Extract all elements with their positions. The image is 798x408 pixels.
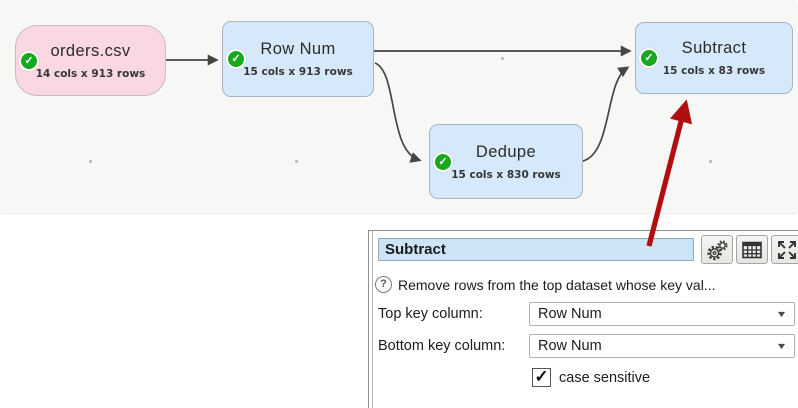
node-orders-csv[interactable]: ✓ orders.csv 14 cols x 913 rows bbox=[15, 25, 166, 96]
node-title: Subtract bbox=[681, 39, 747, 57]
node-subtitle: 14 cols x 913 rows bbox=[35, 67, 146, 80]
grid-dot bbox=[501, 57, 504, 60]
case-sensitive-checkbox[interactable]: ✓ bbox=[532, 368, 551, 387]
node-subtitle: 15 cols x 830 rows bbox=[451, 168, 561, 181]
bottom-key-column-value: Row Num bbox=[538, 338, 602, 354]
gear-icon bbox=[707, 239, 728, 260]
table-icon bbox=[742, 241, 762, 258]
transform-name-input[interactable] bbox=[378, 238, 694, 261]
transform-description-text: Remove rows from the top dataset whose k… bbox=[398, 276, 716, 293]
node-subtitle: 15 cols x 913 rows bbox=[243, 66, 353, 78]
status-ok-icon: ✓ bbox=[226, 49, 246, 69]
expand-panel-button[interactable] bbox=[771, 235, 798, 264]
transform-properties-panel: ? Remove rows from the top dataset whose… bbox=[368, 230, 798, 408]
flow-canvas: ✓ orders.csv 14 cols x 913 rows ✓ Row Nu… bbox=[0, 21, 798, 214]
chevron-down-icon: ▼ bbox=[775, 309, 788, 319]
top-key-column-select[interactable]: Row Num ▼ bbox=[529, 302, 795, 326]
grid-dot bbox=[709, 160, 712, 163]
top-key-column-value: Row Num bbox=[538, 306, 602, 322]
top-key-column-label: Top key column: bbox=[378, 306, 483, 322]
transform-description: ? Remove rows from the top dataset whose… bbox=[375, 276, 715, 293]
expand-icon bbox=[778, 240, 796, 259]
chevron-down-icon: ▼ bbox=[775, 341, 788, 351]
status-ok-icon: ✓ bbox=[433, 151, 453, 172]
bottom-key-column-select[interactable]: Row Num ▼ bbox=[529, 334, 795, 358]
grid-dot bbox=[89, 160, 92, 163]
grid-dot bbox=[295, 160, 298, 163]
table-view-button[interactable] bbox=[736, 235, 768, 264]
node-subtract[interactable]: ✓ Subtract 15 cols x 83 rows bbox=[635, 22, 793, 94]
node-dedupe[interactable]: ✓ Dedupe 15 cols x 830 rows bbox=[429, 124, 583, 199]
gear-settings-button[interactable] bbox=[701, 235, 733, 264]
node-subtitle: 15 cols x 83 rows bbox=[662, 65, 766, 77]
case-sensitive-label: case sensitive bbox=[559, 369, 651, 386]
checkmark-icon: ✓ bbox=[534, 367, 549, 386]
node-title: Dedupe bbox=[475, 142, 537, 161]
node-title: orders.csv bbox=[50, 41, 131, 60]
node-row-num[interactable]: ✓ Row Num 15 cols x 913 rows bbox=[222, 21, 374, 97]
status-ok-icon: ✓ bbox=[19, 50, 39, 71]
status-ok-icon: ✓ bbox=[639, 48, 659, 68]
help-icon: ? bbox=[375, 276, 392, 293]
node-title: Row Num bbox=[260, 40, 336, 58]
bottom-key-column-label: Bottom key column: bbox=[378, 338, 506, 354]
